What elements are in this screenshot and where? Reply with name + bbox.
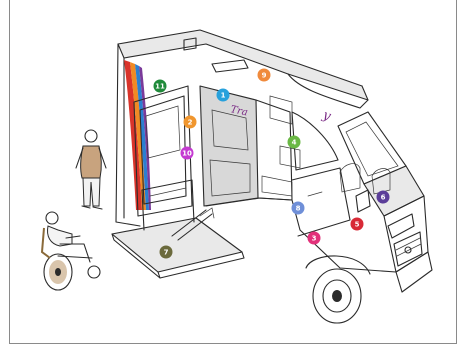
marker-8: 8 (292, 202, 305, 215)
marker-number-2: 2 (188, 119, 193, 127)
marker-number-6: 6 (381, 194, 386, 202)
marker-6: 6 (377, 191, 390, 204)
marker-4: 4 (288, 136, 301, 149)
marker-number-3: 3 (312, 235, 317, 243)
marker-7: 7 (160, 246, 173, 259)
marker-3: 3 (308, 232, 321, 245)
marker-5: 5 (351, 218, 364, 231)
marker-number-5: 5 (355, 221, 360, 229)
marker-1: 1 (217, 89, 230, 102)
standing-person-figure (76, 130, 106, 209)
marker-number-7: 7 (164, 249, 169, 257)
marker-10: 10 (181, 147, 194, 160)
svg-text:y: y (320, 107, 334, 124)
marker-number-8: 8 (296, 205, 301, 213)
marker-number-1: 1 (221, 92, 226, 100)
marker-9: 9 (258, 69, 271, 82)
marker-2: 2 (184, 116, 197, 129)
marker-number-11: 11 (155, 83, 165, 91)
marker-11: 11 (154, 80, 167, 93)
marker-number-4: 4 (292, 139, 297, 147)
marker-number-10: 10 (182, 150, 192, 158)
vehicle-body: y Tra (116, 30, 432, 323)
marker-number-9: 9 (262, 72, 267, 80)
wheelchair-user-figure (42, 212, 100, 290)
